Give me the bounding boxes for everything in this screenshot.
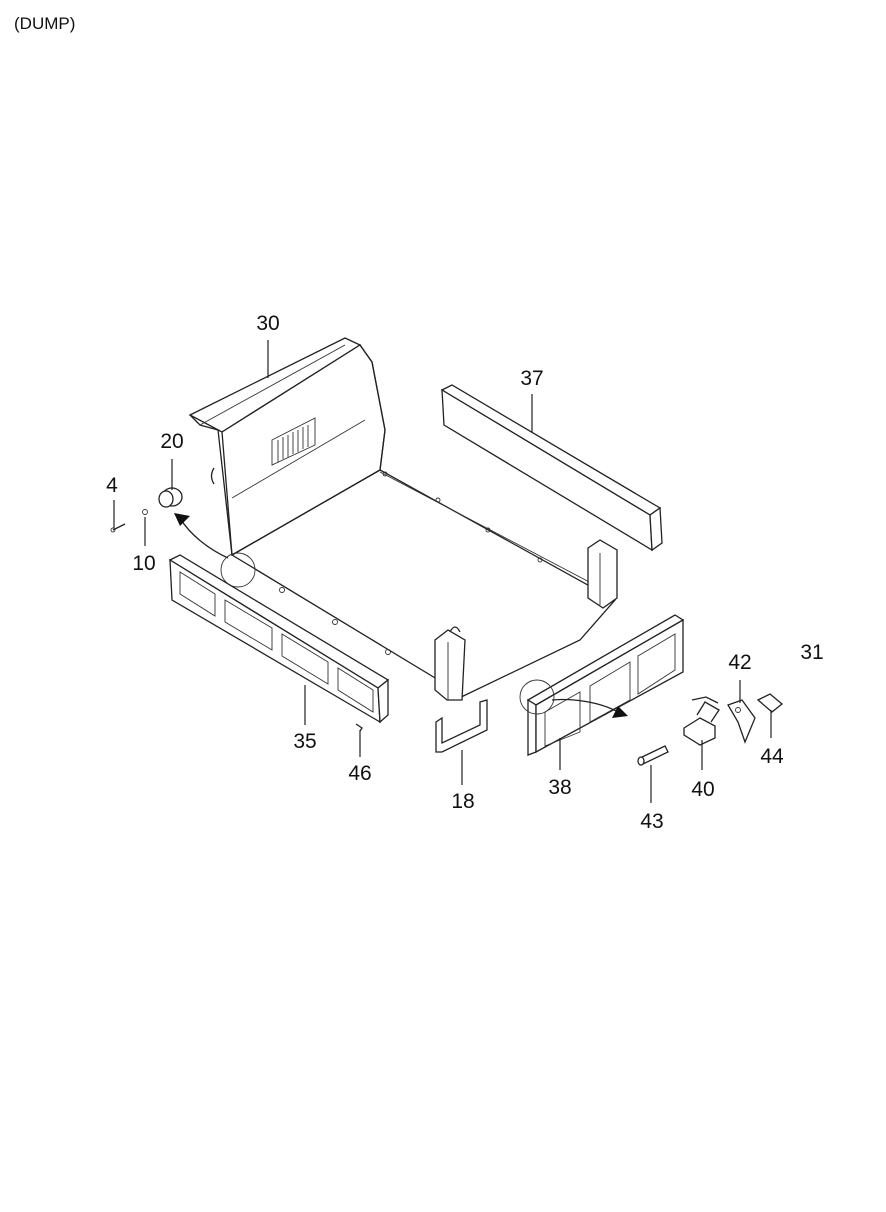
left-arrow-icon xyxy=(174,513,256,588)
right-arrow-icon xyxy=(519,679,628,718)
callout-46: 46 xyxy=(348,762,371,785)
rear-post-drawing xyxy=(587,539,618,609)
hook-plate-drawing xyxy=(727,699,756,744)
front-post-drawing xyxy=(434,626,466,701)
latch-drawing xyxy=(683,696,720,746)
callout-42: 42 xyxy=(728,651,751,674)
vent-slots-icon xyxy=(277,425,309,462)
bracket-drawing xyxy=(435,699,488,753)
side-gate-drawing xyxy=(168,554,390,724)
tail-gate-drawing xyxy=(526,614,685,756)
callout-44: 44 xyxy=(760,745,784,768)
callout-31: 31 xyxy=(800,641,823,664)
callout-43: 43 xyxy=(640,810,663,833)
callout-35: 35 xyxy=(293,730,316,753)
callout-20: 20 xyxy=(160,430,183,453)
hinge-pin-drawing xyxy=(637,745,669,766)
page-title: (DUMP) xyxy=(14,14,76,33)
leader-lines xyxy=(113,340,772,803)
bolt-drawing xyxy=(110,523,126,533)
callout-40: 40 xyxy=(691,778,714,801)
pin-drawing xyxy=(355,723,363,732)
callout-30: 30 xyxy=(256,312,279,335)
cap-drawing xyxy=(756,693,784,713)
callout-4: 4 xyxy=(106,474,118,497)
callout-37: 37 xyxy=(520,367,543,390)
callout-18: 18 xyxy=(451,790,474,813)
side-board-drawing xyxy=(440,384,663,552)
nut-drawing xyxy=(142,509,148,515)
callout-38: 38 xyxy=(548,776,571,799)
callout-10: 10 xyxy=(132,552,155,575)
bushing-drawing xyxy=(158,487,183,508)
